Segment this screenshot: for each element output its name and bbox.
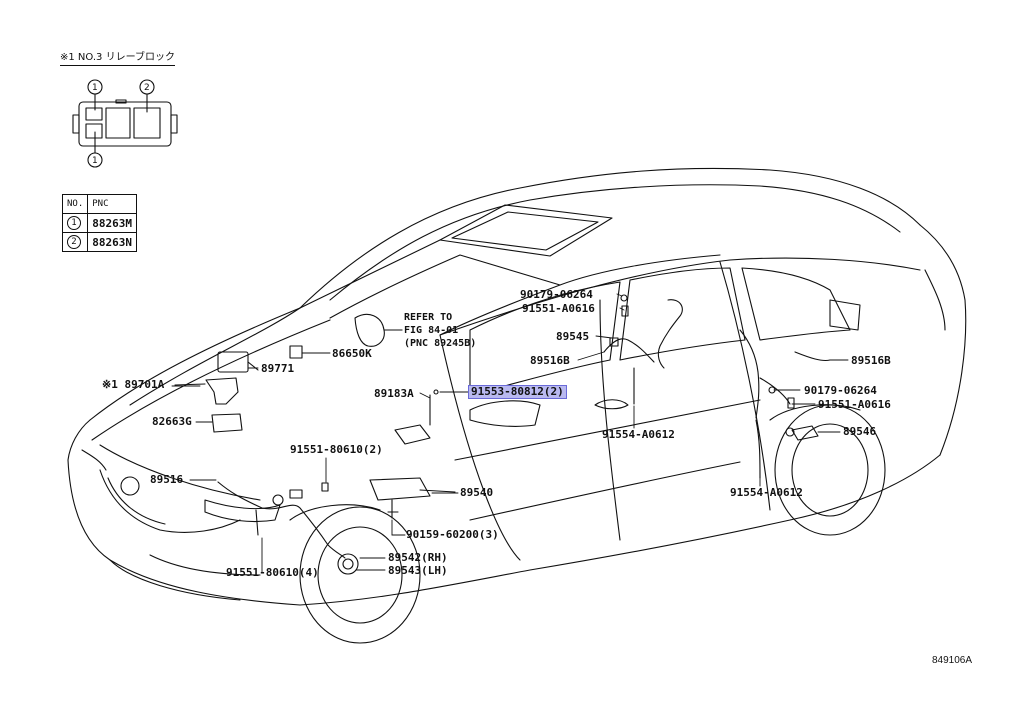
- diagram-code: 849106A: [932, 655, 973, 666]
- row-pnc-cell[interactable]: 88263N: [87, 232, 138, 252]
- part-89516b-right[interactable]: 89516B: [851, 354, 891, 367]
- table-header-row: NO. PNC: [61, 194, 138, 214]
- header-no: NO.: [61, 194, 89, 214]
- part-90179-06264-left[interactable]: 90179-06264: [520, 288, 593, 301]
- part-89546[interactable]: 89546: [843, 425, 877, 438]
- row-pnc-cell[interactable]: 88263M: [87, 213, 138, 233]
- header-pnc: PNC: [87, 194, 138, 214]
- part-90179-06264-right[interactable]: 90179-06264: [804, 384, 877, 397]
- row-no-cell: 1: [61, 213, 89, 233]
- part-89771[interactable]: 89771: [261, 362, 295, 375]
- table-row: 1 88263M: [61, 213, 138, 233]
- callout-2: 2: [144, 83, 150, 93]
- callout-1-bottom: 1: [92, 156, 98, 166]
- relay-block-title: ※1 NO.3 リレーブロック: [60, 52, 175, 66]
- part-89516b-left[interactable]: 89516B: [530, 354, 570, 367]
- leader-lines: [171, 293, 849, 573]
- part-82663g[interactable]: 82663G: [152, 415, 192, 428]
- part-91554-a0612-left[interactable]: 91554-A0612: [602, 428, 675, 441]
- part-89701a[interactable]: ※1 89701A: [102, 378, 165, 391]
- callout-1-top: 1: [92, 83, 98, 93]
- refer-line-3: (PNC 89245B): [404, 338, 477, 349]
- part-89183a[interactable]: 89183A: [374, 387, 414, 400]
- part-91551-a0616-right[interactable]: 91551-A0616: [818, 398, 891, 411]
- row-no-cell: 2: [61, 232, 89, 252]
- part-91553-highlighted[interactable]: 91553-80812(2): [468, 385, 567, 399]
- part-89543-lh[interactable]: 89543(LH): [388, 564, 448, 577]
- part-91551-80610-2[interactable]: 91551-80610(2): [290, 443, 383, 456]
- components: [174, 294, 831, 575]
- refer-line-2[interactable]: FIG 84-01: [404, 325, 459, 336]
- part-89540[interactable]: 89540: [460, 486, 494, 499]
- part-91551-80610-4[interactable]: 91551-80610(4): [226, 566, 319, 579]
- relay-block-drawing: [72, 79, 178, 168]
- part-89516[interactable]: 89516: [150, 473, 184, 486]
- part-90159[interactable]: 90159-60200(3): [406, 528, 499, 541]
- table-row: 2 88263N: [61, 232, 138, 252]
- part-86650k[interactable]: 86650K: [332, 347, 372, 360]
- pnc-table: NO. PNC 1 88263M 2 88263N: [61, 194, 138, 252]
- part-89545[interactable]: 89545: [556, 330, 590, 343]
- part-91554-a0612-right[interactable]: 91554-A0612: [730, 486, 803, 499]
- refer-line-1: REFER TO: [404, 312, 453, 323]
- part-91551-a0616-left[interactable]: 91551-A0616: [522, 302, 595, 315]
- part-89542-rh[interactable]: 89542(RH): [388, 551, 448, 564]
